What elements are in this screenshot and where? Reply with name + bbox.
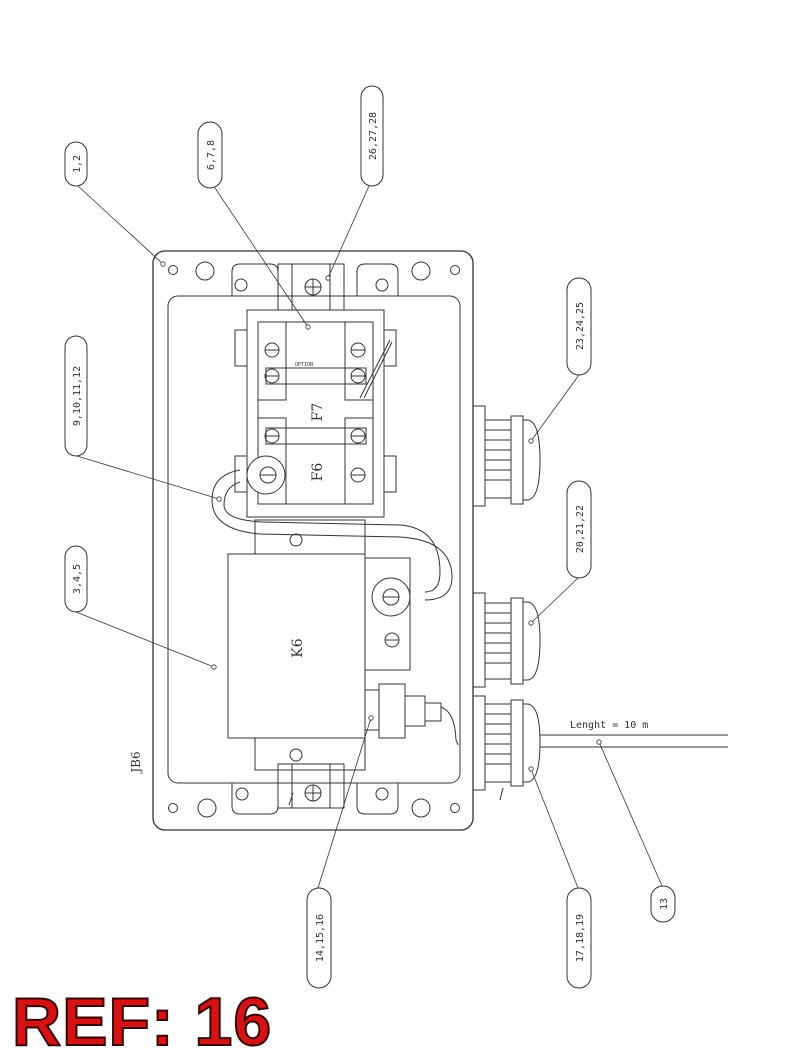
callout-label: 6,7,8: [206, 140, 217, 170]
relay-k6: K6: [227, 553, 411, 739]
callout-label: 9,10,11,12: [72, 366, 83, 426]
callout-label: 17,18,19: [575, 914, 586, 962]
fuse-f6-label: F6: [310, 463, 326, 482]
callout-label: 1,2: [72, 155, 83, 173]
leader-lines: [75, 185, 663, 889]
callout-3-4-5: 3,4,5: [64, 545, 88, 613]
terminal-connector: [364, 683, 459, 746]
reference-label: REF: 16: [11, 983, 273, 1061]
callout-label: 23,24,25: [575, 302, 586, 350]
callout-9-10-11-12: 9,10,11,12: [64, 335, 88, 457]
callout-label: 20,21,22: [575, 505, 586, 553]
callout-label: 3,4,5: [72, 564, 83, 594]
cable-gland-top: [472, 405, 541, 507]
option-label: OPTION: [295, 362, 313, 368]
callout-label: 13: [659, 898, 670, 910]
callout-6-7-8: 6,7,8: [197, 121, 223, 189]
cable-length-label: Lenght = 10 m: [570, 720, 648, 731]
callout-13: 13: [650, 885, 676, 923]
callout-label: 26,27,28: [368, 112, 379, 160]
junction-box-label: JB6: [129, 751, 143, 774]
din-rail: [254, 263, 366, 809]
cable-gland-bottom: [472, 695, 541, 801]
callout-17-18-19: 17,18,19: [566, 887, 592, 989]
cable-gland-middle: [472, 592, 541, 688]
callout-20-21-22: 20,21,22: [566, 480, 592, 579]
relay-k6-label: K6: [290, 638, 306, 657]
enclosure: [152, 250, 474, 831]
callout-23-24-25: 23,24,25: [566, 277, 592, 376]
outgoing-cable: Lenght = 10 m: [540, 720, 728, 748]
callout-26-27-28: 26,27,28: [360, 85, 384, 187]
callout-14-15-16: 14,15,16: [306, 887, 332, 989]
internal-cable: [211, 455, 453, 617]
callout-1-2: 1,2: [64, 141, 88, 187]
callout-label: 14,15,16: [315, 914, 326, 962]
fuse-f7-label: F7: [310, 403, 326, 422]
